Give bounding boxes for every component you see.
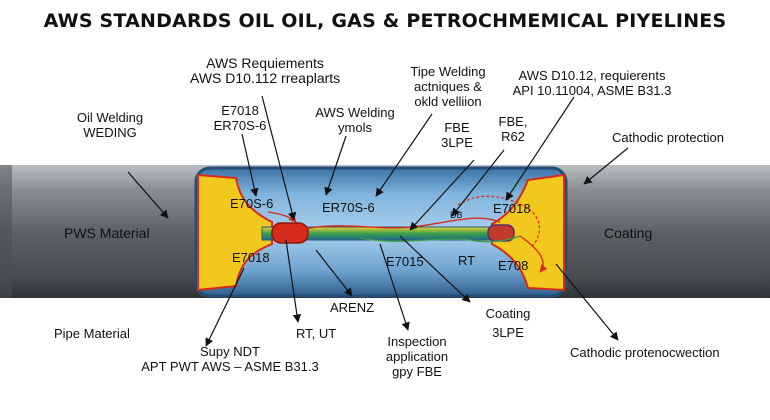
- fbe-r62-line2: R62: [501, 129, 525, 144]
- left-weld-zone: [197, 173, 273, 292]
- tipe-welding-line3: okld velliion: [414, 94, 482, 109]
- label-inspection: Inspection application gpy FBE: [372, 334, 462, 379]
- pipe-label-e70s6: E70S-6: [230, 196, 274, 211]
- inspection-line2: application: [385, 349, 449, 364]
- pipe-label-e708: E708: [498, 258, 529, 273]
- aws-d10-12-line1: AWS D10.12, requierents: [518, 68, 666, 83]
- coating-bottom-line2: 3LPE: [492, 325, 524, 340]
- label-e7018-er70s6: E7018 ER70S-6: [205, 103, 275, 133]
- tipe-welding-line1: Tipe Welding: [410, 64, 486, 79]
- outer-pipe-left-end: [0, 165, 12, 298]
- label-pipe-material: Pipe Material: [54, 326, 130, 341]
- supy-ndt-line1: Supy NDT: [200, 344, 260, 359]
- pipe-label-rt: RT: [458, 253, 476, 268]
- left-weld-bead: [271, 222, 309, 244]
- right-weld-zone: [491, 173, 565, 292]
- aws-welding-symbols-line2: ymols: [338, 120, 372, 135]
- fbe-3lpe-line1: FBE: [444, 120, 470, 135]
- pipe-label-e7018-right: E7018: [493, 201, 531, 216]
- aws-requirements-line2: AWS D10.112 rreaplarts: [190, 70, 341, 86]
- aws-welding-symbols-line1: AWS Welding: [315, 105, 395, 120]
- label-aws-requirements: AWS Requiements AWS D10.112 rreaplarts: [190, 56, 340, 86]
- label-supy-ndt: Supy NDT APT PWT AWS – ASME B31.3: [130, 344, 330, 374]
- page-title: AWS STANDARDS OIL OIL, GAS & PETROCHMEMI…: [43, 10, 727, 32]
- label-aws-d10-12: AWS D10.12, requierents API 10.11004, AS…: [512, 68, 672, 98]
- flow-line-2: [359, 235, 521, 243]
- fbe-r62-line1: FBE,: [498, 114, 528, 129]
- e7018-top-line2: ER70S-6: [213, 118, 267, 133]
- inspection-line1: Inspection: [387, 334, 447, 349]
- flow-line-1: [299, 217, 501, 231]
- aws-d10-12-line2: API 10.11004, ASME B31.3: [512, 83, 672, 98]
- pipe-label-e7018-left: E7018: [232, 250, 270, 265]
- oil-welding-line2: WEDING: [83, 125, 137, 140]
- label-coating-right: Coating: [604, 225, 653, 241]
- leader-lines: [127, 95, 629, 347]
- label-tipe-welding: Tipe Welding actniques & okld velliion: [392, 64, 504, 109]
- label-pws-material: PWS Material: [64, 225, 150, 241]
- inspection-line3: gpy FBE: [392, 364, 442, 379]
- label-cathodic-protection-top: Cathodic protection: [612, 130, 725, 145]
- flow-line-4: [519, 235, 548, 273]
- label-fbe-r62: FBE, R62: [488, 114, 538, 144]
- label-oil-welding: Oil Welding WEDING: [60, 110, 160, 140]
- label-aws-welding-symbols: AWS Welding ymols: [300, 105, 410, 135]
- label-fbe-3lpe: FBE 3LPE: [432, 120, 482, 150]
- supy-ndt-line2: APT PWT AWS – ASME B31.3: [141, 359, 319, 374]
- label-arenz: ARENZ: [330, 300, 375, 315]
- pipe-label-e7015: E7015: [386, 254, 424, 269]
- tipe-welding-line2: actniques &: [414, 79, 482, 94]
- label-cathodic-bottom: Cathodic protenocwection: [570, 345, 720, 360]
- oil-welding-line1: Oil Welding: [76, 110, 144, 125]
- label-coating-bottom: Coating 3LPE: [478, 306, 538, 340]
- e7018-top-line1: E7018: [221, 103, 259, 118]
- flow-line-3: [457, 195, 540, 249]
- coating-bottom-line1: Coating: [485, 306, 531, 321]
- aws-requirements-line1: AWS Requiements: [206, 55, 324, 71]
- pipe-label-db: DB: [450, 210, 463, 220]
- fbe-3lpe-line2: 3LPE: [441, 135, 473, 150]
- pipe-label-er70s6: ER70S-6: [322, 200, 375, 215]
- label-rt-ut: RT, UT: [296, 326, 337, 341]
